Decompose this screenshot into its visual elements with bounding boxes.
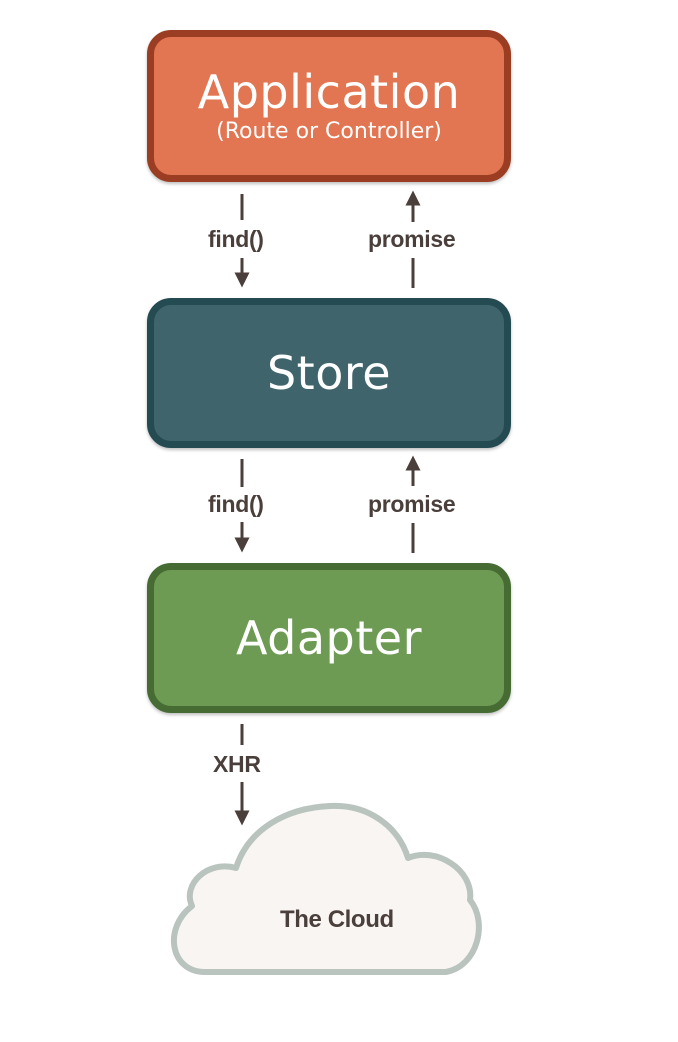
store-title: Store (266, 345, 392, 400)
edge-label-store-to-adapter: find() (208, 491, 264, 517)
edge-label-adapter-to-cloud: XHR (213, 751, 261, 777)
edge-label-adapter-to-store: promise (368, 491, 456, 517)
adapter-title: Adapter (236, 610, 422, 665)
cloud-label: The Cloud (280, 906, 394, 933)
edge-label-app-to-store: find() (208, 226, 264, 252)
cloud-shape (171, 802, 482, 975)
edge-label-store-to-app: promise (368, 226, 456, 252)
adapter-node: Adapter (147, 563, 511, 713)
application-node: Application (Route or Controller) (147, 30, 511, 182)
store-node: Store (147, 298, 511, 448)
application-title: Application (197, 64, 461, 119)
application-subtitle: (Route or Controller) (216, 119, 442, 145)
